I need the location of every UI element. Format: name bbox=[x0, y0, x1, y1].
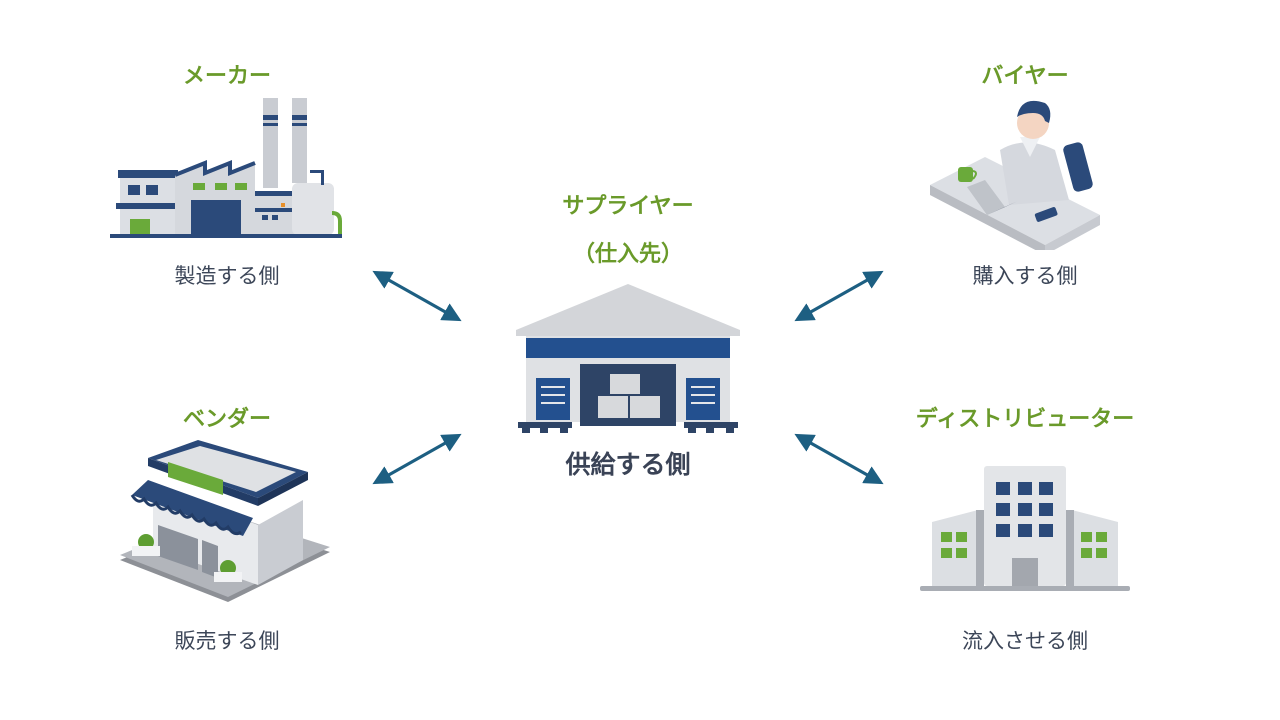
person-at-laptop-icon bbox=[930, 100, 1100, 250]
supplier-subtitle: （仕入先） bbox=[572, 242, 683, 267]
arrow-maker-supplier bbox=[372, 270, 462, 322]
maker-title: メーカー bbox=[182, 64, 271, 89]
buyer-title: バイヤー bbox=[981, 64, 1069, 89]
distributor-title: ディストリビューター bbox=[915, 407, 1135, 432]
distributor-role: 流入させる側 bbox=[962, 629, 1088, 653]
factory-icon bbox=[110, 98, 342, 238]
supplier-title: サプライヤー bbox=[562, 194, 694, 219]
warehouse-icon bbox=[516, 284, 740, 433]
supplier-role: 供給する側 bbox=[565, 450, 691, 479]
arrow-buyer-supplier bbox=[794, 270, 884, 322]
arrow-vendor-supplier bbox=[372, 433, 462, 485]
store-icon bbox=[120, 440, 330, 602]
maker-role: 製造する側 bbox=[174, 264, 280, 288]
vendor-title: ベンダー bbox=[182, 407, 271, 432]
office-building-icon bbox=[920, 466, 1130, 591]
buyer-role: 購入する側 bbox=[972, 264, 1078, 288]
vendor-role: 販売する側 bbox=[174, 629, 280, 653]
arrow-distributor-supplier bbox=[794, 433, 884, 485]
